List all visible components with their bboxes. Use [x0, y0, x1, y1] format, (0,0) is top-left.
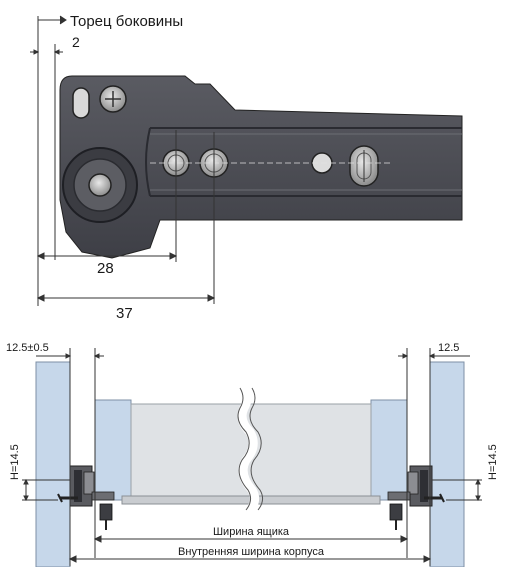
bottom-dimensions [22, 348, 482, 566]
slide-runner-left [57, 465, 115, 530]
dim-offset-label: 2 [72, 34, 80, 50]
cabinet-side-left [35, 361, 71, 567]
cabinet-side-right [429, 361, 465, 567]
drawer-box [94, 385, 408, 513]
rail-body [59, 75, 463, 259]
right-gap-label: 12.5 [438, 342, 459, 354]
dim-hole-2-label: 37 [116, 305, 133, 322]
drawer-width-label: Ширина ящика [213, 526, 290, 538]
left-height-label: H=14.5 [9, 444, 21, 480]
slot-hole [72, 87, 90, 119]
slide-runner-right [387, 465, 445, 530]
right-height-label: H=14.5 [487, 444, 499, 480]
rail-top-view [59, 75, 463, 259]
top-dimensions [30, 15, 216, 306]
end-face-label: Торец боковины [70, 13, 183, 30]
left-gap-label: 12.5±0.5 [6, 342, 49, 354]
dim-hole-1-label: 28 [97, 260, 114, 277]
cabinet-inner-width-label: Внутренняя ширина корпуса [178, 546, 325, 558]
